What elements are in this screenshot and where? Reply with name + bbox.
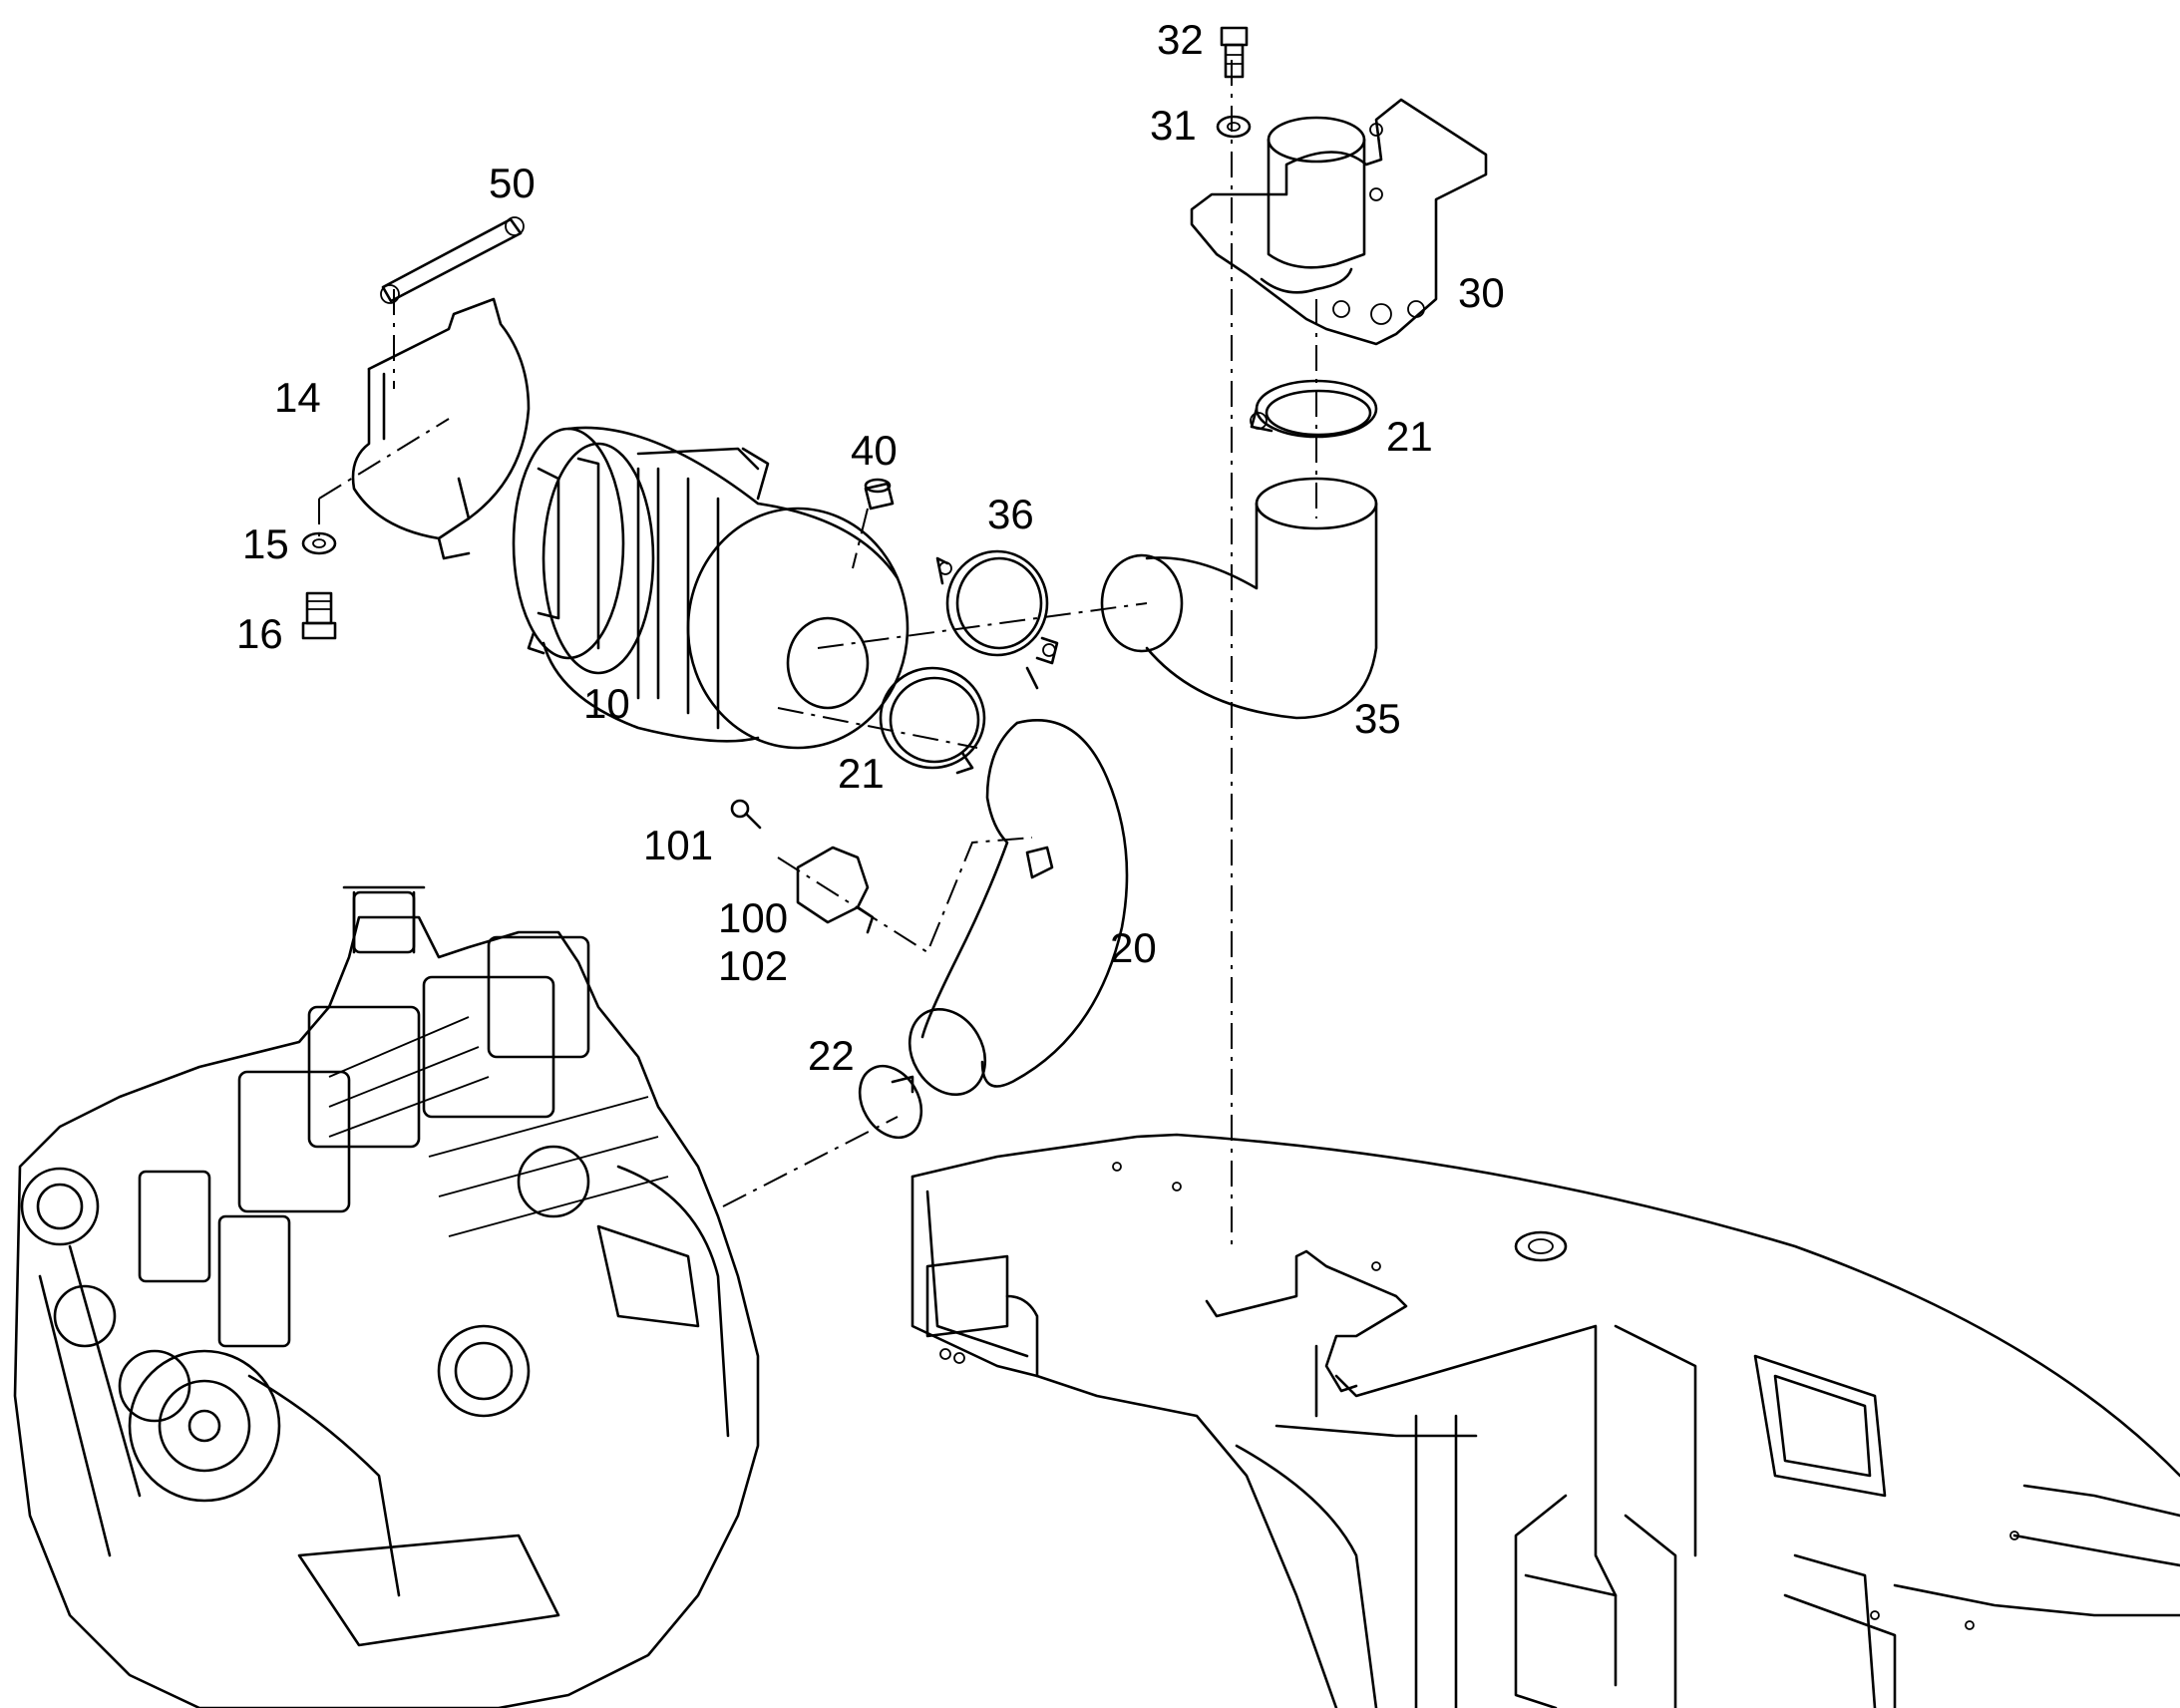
callout-35: 35 [1354,695,1401,742]
part-14-bracket [351,297,531,560]
part-21-lower-clamp [879,666,986,775]
part-15-washer [301,531,337,555]
callout-101: 101 [643,822,713,868]
part-31-washer [1216,115,1252,139]
callout-16: 16 [236,610,283,657]
callout-14: 14 [274,374,321,421]
part-20-hose [908,719,1129,1097]
part-22-clamp [858,1064,923,1140]
callout-15: 15 [242,520,289,567]
part-30-mount-bracket [1190,98,1488,346]
callout-21-lower: 21 [838,750,885,797]
callout-30: 30 [1458,269,1505,316]
part-50-strap [380,216,525,304]
callout-20: 20 [1110,924,1157,971]
machine-frame [910,1133,2180,1708]
callout-40: 40 [851,427,898,474]
part-16-bolt [301,591,337,640]
part-40-cap [864,478,895,511]
part-101-screw [730,799,762,830]
callout-100: 100 [718,894,788,941]
callout-36: 36 [987,491,1034,537]
callout-22: 22 [808,1032,855,1079]
part-10-air-filter [512,426,909,750]
engine-block [13,885,760,1708]
callout-31: 31 [1150,102,1197,149]
part-35-elbow-pipe [1100,477,1378,720]
callout-102: 102 [718,942,788,989]
part-100-sensor [796,846,875,934]
callout-21-upper: 21 [1386,413,1433,460]
part-21-upper-clamp [1250,379,1378,439]
part-32-bolt [1220,26,1249,79]
callout-32: 32 [1157,16,1204,63]
assembly-center-lines [318,60,1317,1251]
callout-labels: 50 14 15 16 10 40 36 21 21 32 31 30 35 1… [236,16,1505,1079]
part-36-clamp [935,549,1059,690]
callout-10: 10 [583,680,630,727]
callout-50: 50 [489,160,536,206]
